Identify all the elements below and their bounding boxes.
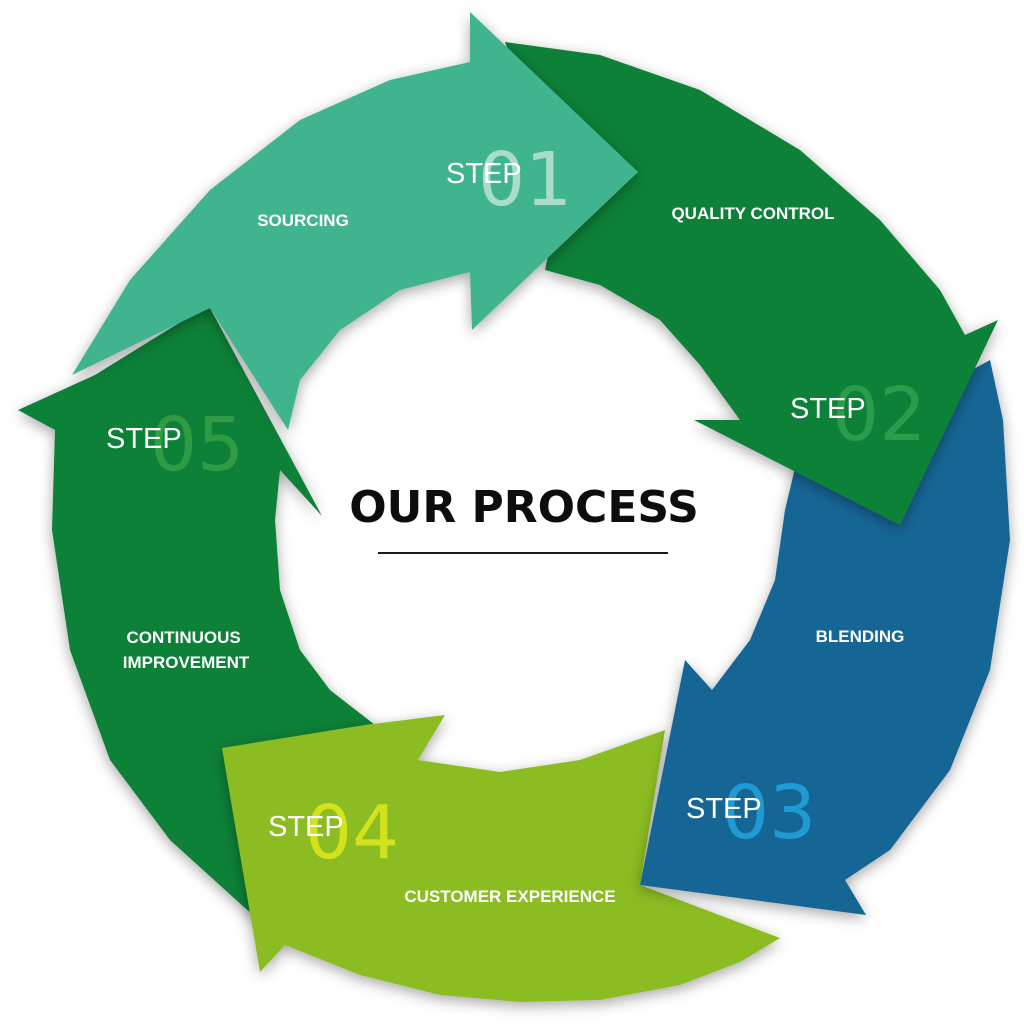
step-03-arrow bbox=[640, 360, 1010, 915]
step-05-number: 05 bbox=[150, 402, 244, 488]
step-01-arrow bbox=[72, 12, 638, 430]
title-underline bbox=[378, 552, 668, 554]
step-04-label: CUSTOMER EXPERIENCE bbox=[404, 887, 615, 906]
step-05-label: CONTINUOUS IMPROVEMENT bbox=[123, 628, 250, 672]
step-01-label: SOURCING bbox=[257, 211, 349, 230]
step-03-number: 03 bbox=[722, 770, 816, 856]
step-04-word: STEP bbox=[268, 811, 344, 843]
step-05-label-line-1: CONTINUOUS bbox=[126, 628, 240, 647]
step-01-number: 01 bbox=[478, 137, 572, 223]
center-title: OUR PROCESS bbox=[349, 482, 699, 533]
step-05-label-line-2: IMPROVEMENT bbox=[123, 653, 250, 672]
step-03-label: BLENDING bbox=[816, 627, 905, 646]
step-02-word: STEP bbox=[790, 393, 866, 425]
step-02-number: 02 bbox=[832, 372, 926, 458]
step-04-number: 04 bbox=[305, 790, 399, 876]
step-01-word: STEP bbox=[446, 158, 522, 190]
step-04-arrow bbox=[222, 715, 780, 1002]
step-05-word: STEP bbox=[106, 423, 182, 455]
step-03-word: STEP bbox=[686, 793, 762, 825]
step-02-label: QUALITY CONTROL bbox=[671, 204, 834, 223]
